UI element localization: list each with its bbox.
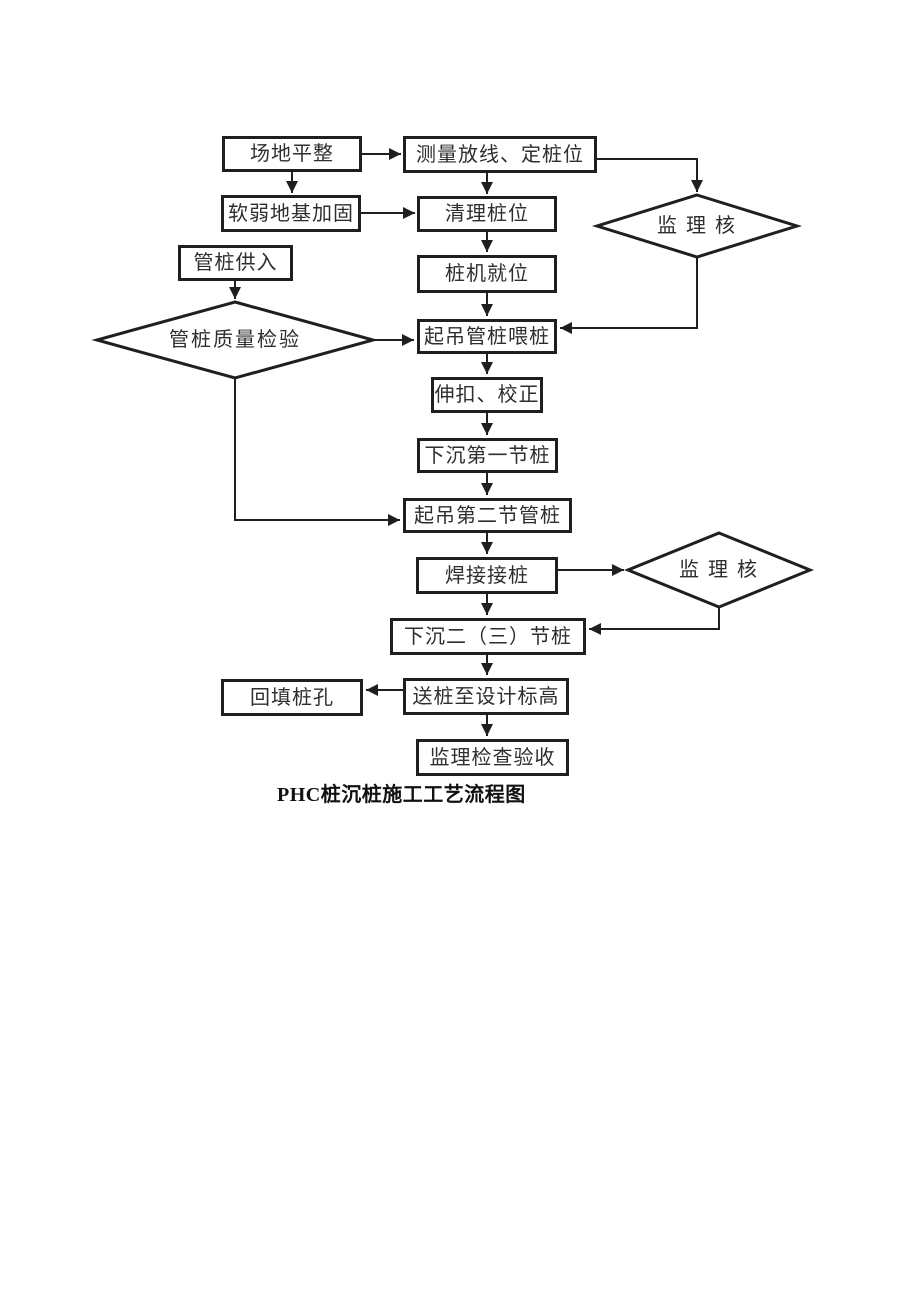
diagram-caption: PHC桩沉桩施工工艺流程图 (277, 784, 526, 806)
node-send-to-elevation: 送桩至设计标高 (403, 678, 569, 715)
node-survey-layout-label: 测量放线、定桩位 (416, 143, 584, 166)
node-hoist-second-section-label: 起吊第二节管桩 (414, 504, 561, 527)
decision-pile-quality-inspection: 管桩质量检验 (97, 302, 373, 378)
decision-shape-supervisor-check-2 (624, 531, 814, 609)
node-pipe-pile-supply-label: 管桩供入 (193, 252, 278, 274)
decision-supervisor-check-2: 监 理 核 (628, 533, 810, 607)
node-pipe-pile-supply: 管桩供入 (178, 245, 293, 281)
node-backfill-hole-label: 回填桩孔 (250, 686, 334, 709)
node-hoist-feed-pile-label: 起吊管桩喂桩 (424, 325, 550, 348)
arrow-check2-to-sinksecond (589, 607, 720, 635)
node-send-to-elevation-label: 送桩至设计标高 (412, 685, 560, 708)
node-pile-rig-in-place-label: 桩机就位 (445, 263, 529, 285)
node-extend-correct-label: 伸扣、校正 (434, 384, 540, 406)
node-soft-ground-reinforce: 软弱地基加固 (221, 195, 361, 232)
node-backfill-hole: 回填桩孔 (221, 679, 363, 716)
node-sink-first-section-label: 下沉第一节桩 (424, 444, 551, 467)
node-supervisor-acceptance: 监理检查验收 (416, 739, 569, 776)
decision-pile-quality-inspection-label: 管桩质量检验 (169, 329, 301, 351)
node-sink-first-section: 下沉第一节桩 (417, 438, 558, 473)
decision-shape-supervisor-check-1 (591, 193, 803, 259)
node-sink-second-third-label: 下沉二（三）节桩 (404, 625, 572, 648)
arrow-inspection-to-hoistsecond (234, 378, 400, 526)
node-supervisor-acceptance-label: 监理检查验收 (429, 746, 556, 769)
node-hoist-feed-pile: 起吊管桩喂桩 (417, 319, 557, 354)
node-clear-pile-position: 清理桩位 (417, 196, 557, 232)
node-sink-second-third: 下沉二（三）节桩 (390, 618, 586, 655)
node-hoist-second-section: 起吊第二节管桩 (403, 498, 572, 533)
node-site-leveling-label: 场地平整 (250, 143, 334, 165)
node-pile-rig-in-place: 桩机就位 (417, 255, 557, 293)
node-weld-joint: 焊接接桩 (416, 557, 558, 594)
decision-supervisor-check-1: 监 理 核 (597, 195, 797, 257)
decision-supervisor-check-1-label: 监 理 核 (657, 215, 737, 237)
node-clear-pile-position-label: 清理桩位 (445, 203, 529, 225)
decision-supervisor-check-2-label: 监 理 核 (679, 559, 759, 581)
node-site-leveling: 场地平整 (222, 136, 362, 172)
node-soft-ground-reinforce-label: 软弱地基加固 (228, 202, 354, 225)
decision-shape-pile-quality-inspection (91, 300, 379, 380)
node-survey-layout: 测量放线、定桩位 (403, 136, 597, 173)
node-weld-joint-label: 焊接接桩 (445, 564, 529, 587)
arrow-check1-to-hoistfeed (560, 257, 698, 334)
arrow-survey-to-check1 (597, 158, 703, 192)
node-extend-correct: 伸扣、校正 (431, 377, 543, 413)
